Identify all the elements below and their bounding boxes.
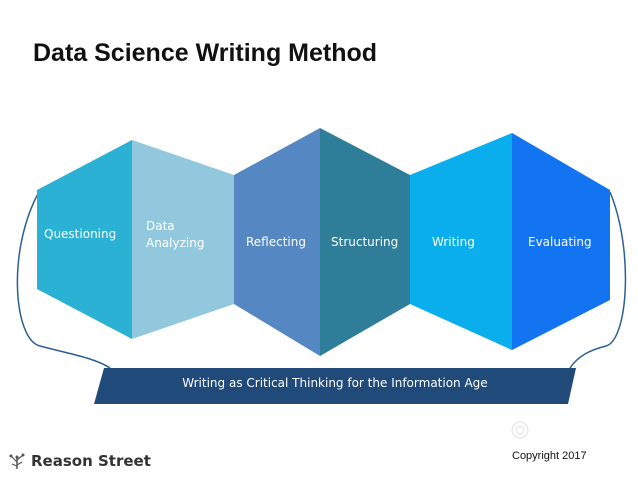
- page-title: Data Science Writing Method: [33, 39, 378, 67]
- stage-reflecting-panel: [234, 128, 320, 356]
- stage-evaluating-panel: [512, 133, 610, 350]
- stage-label-reflecting: Reflecting: [246, 234, 306, 251]
- brand-logo: Reason Street: [8, 452, 151, 470]
- stage-label-data-analyzing: Data Analyzing: [146, 218, 204, 252]
- faint-icon: [511, 421, 529, 439]
- banner-text: Writing as Critical Thinking for the Inf…: [182, 376, 488, 390]
- stage-label-questioning: Questioning: [44, 226, 116, 243]
- stage-label-line: Evaluating: [528, 235, 592, 249]
- stage-label-line: Writing: [432, 235, 475, 249]
- stage-label-writing: Writing: [432, 234, 475, 251]
- bracket-line: [569, 191, 627, 369]
- stage-data-analyzing-panel: [132, 140, 234, 339]
- stage-label-line: Questioning: [44, 227, 117, 241]
- tree-icon: [9, 453, 25, 469]
- stage-structuring-panel: [320, 128, 410, 356]
- stage-questioning-panel: [37, 140, 132, 339]
- bracket-line: [16, 189, 111, 369]
- copyright-text: Copyright 2017: [512, 450, 587, 462]
- brand-name: Reason Street: [31, 452, 151, 470]
- stage-label-line: Structuring: [331, 235, 399, 249]
- stage-label-line: Data: [146, 219, 175, 233]
- stage-label-line: Reflecting: [246, 235, 306, 249]
- stage-label-evaluating: Evaluating: [528, 234, 592, 251]
- stage-writing-panel: [410, 133, 512, 350]
- stage-label-line: Analyzing: [146, 236, 205, 250]
- banner: [94, 368, 576, 404]
- stage-label-structuring: Structuring: [331, 234, 398, 251]
